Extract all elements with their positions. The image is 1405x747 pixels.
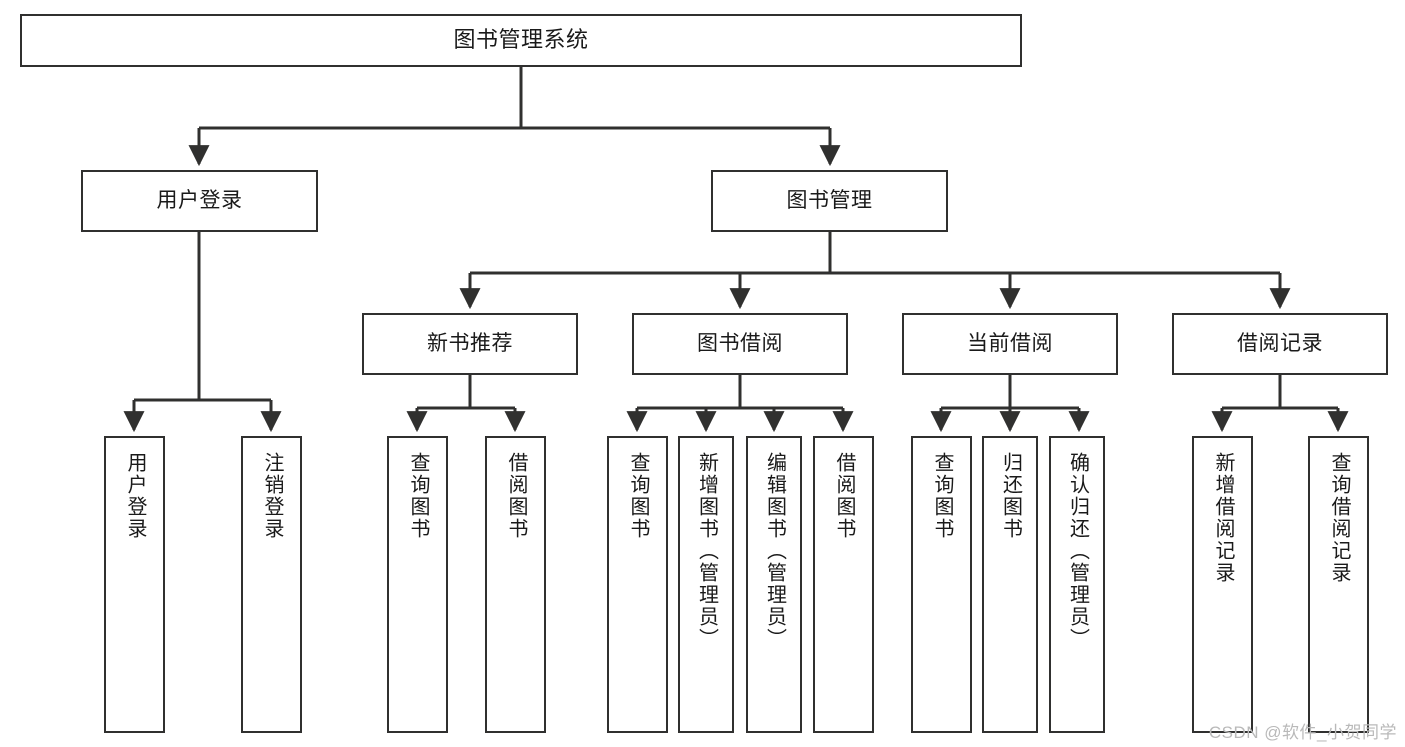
node-user-login[interactable]: 用户登录 [81,170,318,232]
node-label: 借阅记录 [1237,332,1323,356]
leaf-user-login-login[interactable]: 用户登录 [104,436,165,733]
node-borrowing-record[interactable]: 借阅记录 [1172,313,1388,375]
node-label: 图书借阅 [697,332,783,356]
node-current-borrowing[interactable]: 当前借阅 [902,313,1118,375]
leaf-user-login-logout[interactable]: 注销登录 [241,436,302,733]
leaf-borrow-record-add-record[interactable]: 新增借阅记录 [1192,436,1253,733]
node-label: 图书管理系统 [453,27,589,53]
node-label: 查询图书 [627,452,649,540]
node-label: 查询图书 [931,452,953,540]
node-book-management[interactable]: 图书管理 [711,170,948,232]
leaf-book-borrow-borrow-books[interactable]: 借阅图书 [813,436,874,733]
node-label: 查询借阅记录 [1328,452,1350,584]
node-label: 当前借阅 [967,332,1053,356]
leaf-current-borrow-return-books[interactable]: 归还图书 [982,436,1038,733]
node-label: 图书管理 [786,189,873,213]
node-label: 借阅图书 [505,452,527,540]
leaf-book-borrow-add-book-admin[interactable]: 新增图书（管理员） [678,436,734,733]
node-label: 确认归还（管理员） [1066,452,1089,650]
node-book-borrowing[interactable]: 图书借阅 [632,313,848,375]
node-label: 用户登录 [156,189,243,213]
node-root-book-management-system[interactable]: 图书管理系统 [20,14,1022,67]
node-label: 新增借阅记录 [1212,452,1234,584]
leaf-book-borrow-edit-book-admin[interactable]: 编辑图书（管理员） [746,436,802,733]
watermark-csdn: CSDN @软件_小贺同学 [1208,723,1397,742]
node-label: 编辑图书（管理员） [763,452,786,650]
leaf-borrow-record-query-record[interactable]: 查询借阅记录 [1308,436,1369,733]
leaf-new-book-borrow-books[interactable]: 借阅图书 [485,436,546,733]
node-label: 新增图书（管理员） [695,452,718,650]
node-label: 新书推荐 [427,332,513,356]
node-label: 借阅图书 [833,452,855,540]
node-label: 归还图书 [999,452,1022,540]
node-new-book-recommendation[interactable]: 新书推荐 [362,313,578,375]
node-label: 查询图书 [407,452,429,540]
leaf-current-borrow-confirm-return-admin[interactable]: 确认归还（管理员） [1049,436,1105,733]
leaf-current-borrow-query-books[interactable]: 查询图书 [911,436,972,733]
node-label: 用户登录 [124,452,146,540]
leaf-book-borrow-query-books[interactable]: 查询图书 [607,436,668,733]
node-label: 注销登录 [261,452,283,540]
leaf-new-book-query-books[interactable]: 查询图书 [387,436,448,733]
